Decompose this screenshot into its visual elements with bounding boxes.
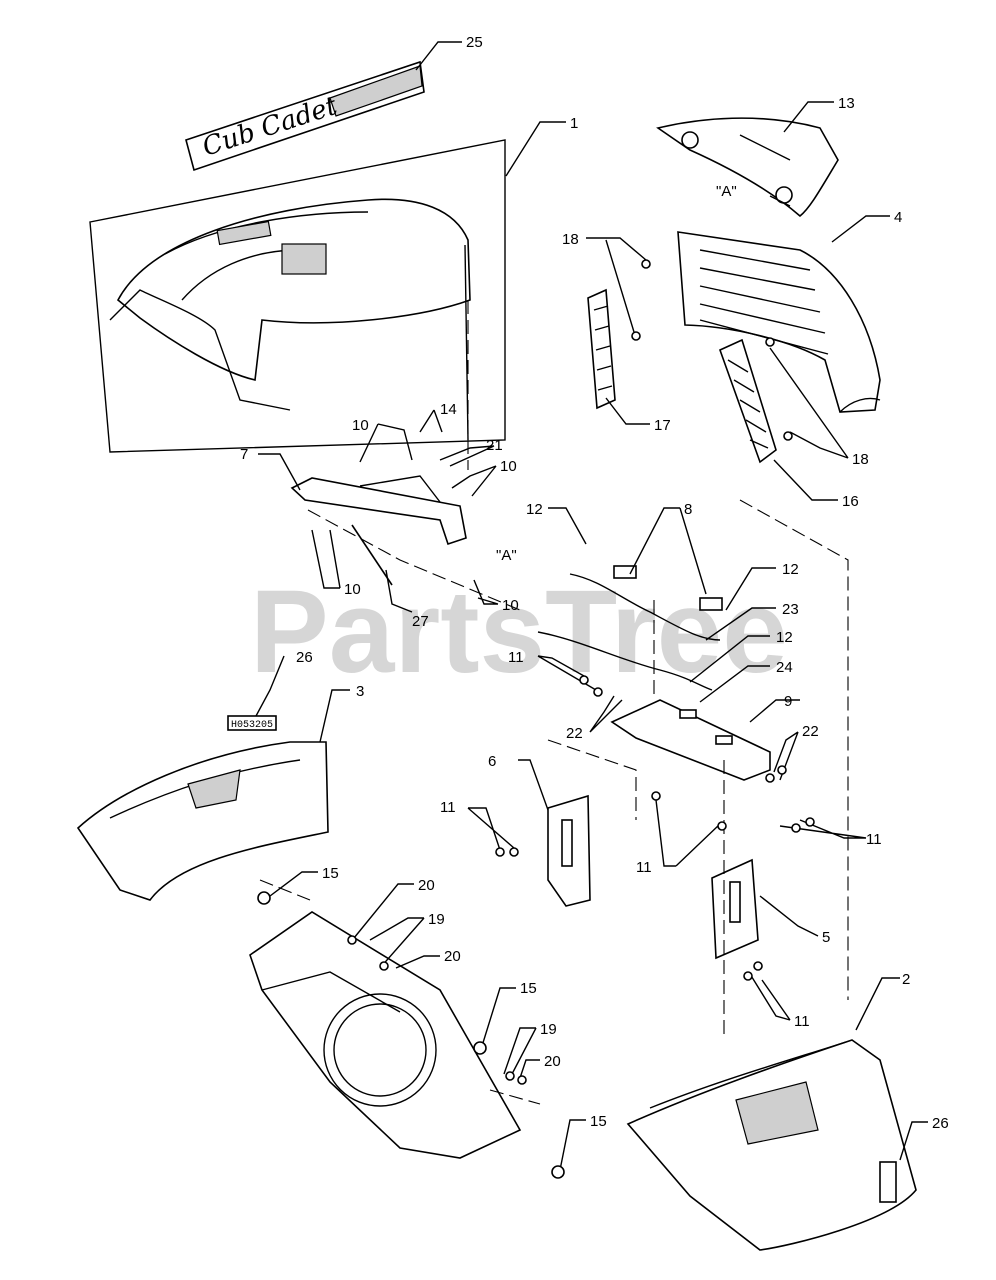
callout-12-c: 12 bbox=[776, 629, 793, 646]
callout-3: 3 bbox=[356, 683, 364, 700]
callout-10-c: 10 bbox=[344, 581, 361, 598]
callout-12-b: 12 bbox=[782, 561, 799, 578]
callout-9: 9 bbox=[784, 693, 792, 710]
callout-20-c: 20 bbox=[544, 1053, 561, 1070]
callout-11-c: 11 bbox=[636, 859, 652, 876]
callout-10-a: 10 bbox=[352, 417, 369, 434]
control-rods bbox=[537, 565, 723, 691]
part-9 bbox=[610, 699, 771, 781]
callout-18-b: 18 bbox=[852, 451, 869, 468]
callout-12-a: 12 bbox=[526, 501, 543, 518]
dash-panel bbox=[249, 911, 522, 1159]
callout-2: 2 bbox=[902, 971, 910, 988]
callout-4: 4 bbox=[894, 209, 902, 226]
watermark: PartsTree bbox=[250, 566, 788, 698]
part-2 bbox=[626, 1039, 917, 1251]
callout-10-d: 10 bbox=[502, 597, 519, 614]
part-4 bbox=[677, 231, 881, 413]
part-17 bbox=[587, 288, 616, 410]
callout-22-a: 22 bbox=[566, 725, 583, 742]
callout-15-c: 15 bbox=[590, 1113, 607, 1130]
callout-20-b: 20 bbox=[444, 948, 461, 965]
assembly-guides bbox=[259, 300, 849, 1105]
part-5 bbox=[711, 858, 759, 960]
callout-27: 27 bbox=[412, 613, 429, 630]
callout-8: 8 bbox=[684, 501, 692, 518]
callout-7: 7 bbox=[240, 446, 248, 463]
decal-25: Cub Cadet bbox=[185, 60, 425, 172]
callout-13: 13 bbox=[838, 95, 855, 112]
callout-14: 14 bbox=[440, 401, 457, 418]
part-6 bbox=[547, 794, 591, 907]
callout-10-b: 10 bbox=[500, 458, 517, 475]
callout-19-a: 19 bbox=[428, 911, 445, 928]
part-13 bbox=[656, 117, 839, 218]
callouts: 25 1 13 4 18 17 16 18 14 10 21 10 7 10 1… bbox=[240, 34, 949, 1132]
callout-22-b: 22 bbox=[802, 723, 819, 740]
label-tag-3 bbox=[227, 715, 277, 731]
callout-18-a: 18 bbox=[562, 231, 579, 248]
ref-a-2: "A" bbox=[496, 547, 517, 564]
callout-1: 1 bbox=[570, 115, 578, 132]
callout-23: 23 bbox=[782, 601, 799, 618]
callout-5: 5 bbox=[822, 929, 830, 946]
callout-20-a: 20 bbox=[418, 877, 435, 894]
callout-25: 25 bbox=[466, 34, 483, 51]
callout-11-b: 11 bbox=[440, 799, 456, 816]
part-7 bbox=[290, 475, 467, 586]
callout-11-e: 11 bbox=[794, 1013, 810, 1030]
callout-17: 17 bbox=[654, 417, 671, 434]
callout-11-d: 11 bbox=[866, 831, 882, 848]
part-3: H053205 bbox=[76, 715, 329, 901]
part-16 bbox=[718, 338, 777, 464]
callout-15-b: 15 bbox=[520, 980, 537, 997]
callout-19-b: 19 bbox=[540, 1021, 557, 1038]
callout-24: 24 bbox=[776, 659, 793, 676]
callout-21: 21 bbox=[486, 437, 503, 454]
callout-11-a: 11 bbox=[508, 649, 524, 666]
callout-15-a: 15 bbox=[322, 865, 339, 882]
hardware bbox=[257, 259, 815, 1179]
callout-16: 16 bbox=[842, 493, 859, 510]
callout-26-a: 26 bbox=[296, 649, 313, 666]
leader-lines bbox=[255, 41, 928, 1171]
callout-6: 6 bbox=[488, 753, 496, 770]
ref-a-1: "A" bbox=[716, 183, 737, 200]
label-tag-2 bbox=[879, 1161, 897, 1203]
callout-26-b: 26 bbox=[932, 1115, 949, 1132]
label-tag-3-text: H053205 bbox=[231, 720, 273, 731]
hood-1 bbox=[89, 139, 506, 453]
